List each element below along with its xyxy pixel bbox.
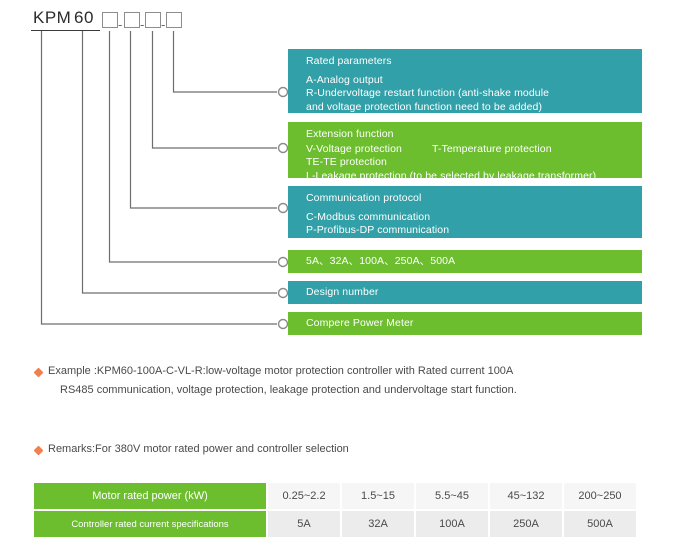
callout-title: Communication protocol (306, 192, 422, 204)
table-cell: 5A (268, 511, 340, 537)
connector-node-extension-function (277, 142, 289, 154)
callout-title: Compere Power Meter (306, 316, 414, 329)
table-cell: 100A (416, 511, 488, 537)
callout-design-number: Design number (288, 281, 642, 304)
callout-line: and voltage protection function need to … (306, 100, 543, 113)
model-slot-3 (145, 12, 161, 28)
callout-line: C-Modbus communication (306, 210, 431, 223)
table-cell: 1.5~15 (342, 483, 414, 509)
connector-node-compere-power-meter (277, 318, 289, 330)
callout-line: A-Analog output (306, 73, 383, 86)
bullet-diamond-icon (33, 367, 44, 378)
model-slot-4 (166, 12, 182, 28)
callout-line: P-Profibus-DP communication (306, 224, 450, 236)
callout-line-group: V-Voltage protection T-Temperature protec… (306, 143, 642, 157)
model-code-header: KPM 60 - - - (0, 0, 674, 40)
table-cell: 45~132 (490, 483, 562, 509)
callout-communication-protocol: Communication protocol C-Modbus communic… (288, 186, 642, 238)
note-example-line2: RS485 communication, voltage protection,… (60, 384, 517, 396)
callout-compere-power-meter: Compere Power Meter (288, 312, 642, 335)
model-prefix: KPM (33, 8, 72, 27)
model-dash-2: - (140, 17, 145, 32)
callout-line: L-Leakage protection (to be selected by … (306, 169, 597, 182)
table-cell: 500A (564, 511, 636, 537)
connector-compere-power-meter (40, 31, 277, 325)
table-cell: 250A (490, 511, 562, 537)
table-cell: 5.5~45 (416, 483, 488, 509)
table-cell: 200~250 (564, 483, 636, 509)
model-prefix-underline (31, 30, 78, 31)
note-remarks: Remarks:For 380V motor rated power and c… (48, 443, 349, 455)
table-cell: 0.25~2.2 (268, 483, 340, 509)
model-dash-3: - (161, 17, 166, 32)
connector-extension-function (151, 31, 277, 149)
callout-title: Extension function (306, 128, 394, 140)
note-example: Example :KPM60-100A-C-VL-R:low-voltage m… (48, 362, 517, 400)
connector-node-design-number (277, 287, 289, 299)
callout-line: V-Voltage protection (306, 142, 402, 155)
callout-line: T-Temperature protection (431, 142, 552, 155)
connector-design-number (81, 31, 277, 294)
table-cell: 32A (342, 511, 414, 537)
connector-communication-protocol (129, 31, 277, 209)
connector-rated-parameters (172, 31, 277, 93)
connector-node-rated-parameters (277, 86, 289, 98)
note-example-line1: Example :KPM60-100A-C-VL-R:low-voltage m… (48, 365, 514, 377)
callout-rated-parameters: Rated parameters A-Analog output R-Under… (288, 49, 642, 113)
connector-node-rated-current (277, 256, 289, 268)
connector-rated-current (108, 31, 277, 263)
model-dash-1: - (118, 17, 123, 32)
model-slot-2 (124, 12, 140, 28)
model-series: 60 (74, 8, 94, 27)
table-row-header: Controller rated current specifications (34, 511, 266, 537)
callout-line: TE-TE protection (306, 156, 387, 168)
connector-node-communication-protocol (277, 202, 289, 214)
bullet-diamond-icon (33, 445, 44, 456)
spec-table: Motor rated power (kW) 0.25~2.2 1.5~15 5… (32, 481, 638, 539)
callout-rated-current: 5A、32A、100A、250A、500A (288, 250, 642, 273)
table-row-header: Motor rated power (kW) (34, 483, 266, 509)
callout-title: Rated parameters (306, 55, 392, 67)
callout-line: R-Undervoltage restart function (anti-sh… (306, 87, 550, 99)
table-row: Motor rated power (kW) 0.25~2.2 1.5~15 5… (34, 483, 636, 509)
callout-title: Design number (306, 285, 379, 298)
callout-title: 5A、32A、100A、250A、500A (306, 254, 456, 267)
table-row: Controller rated current specifications … (34, 511, 636, 537)
model-slot-1 (102, 12, 118, 28)
model-series-underline (72, 30, 100, 31)
